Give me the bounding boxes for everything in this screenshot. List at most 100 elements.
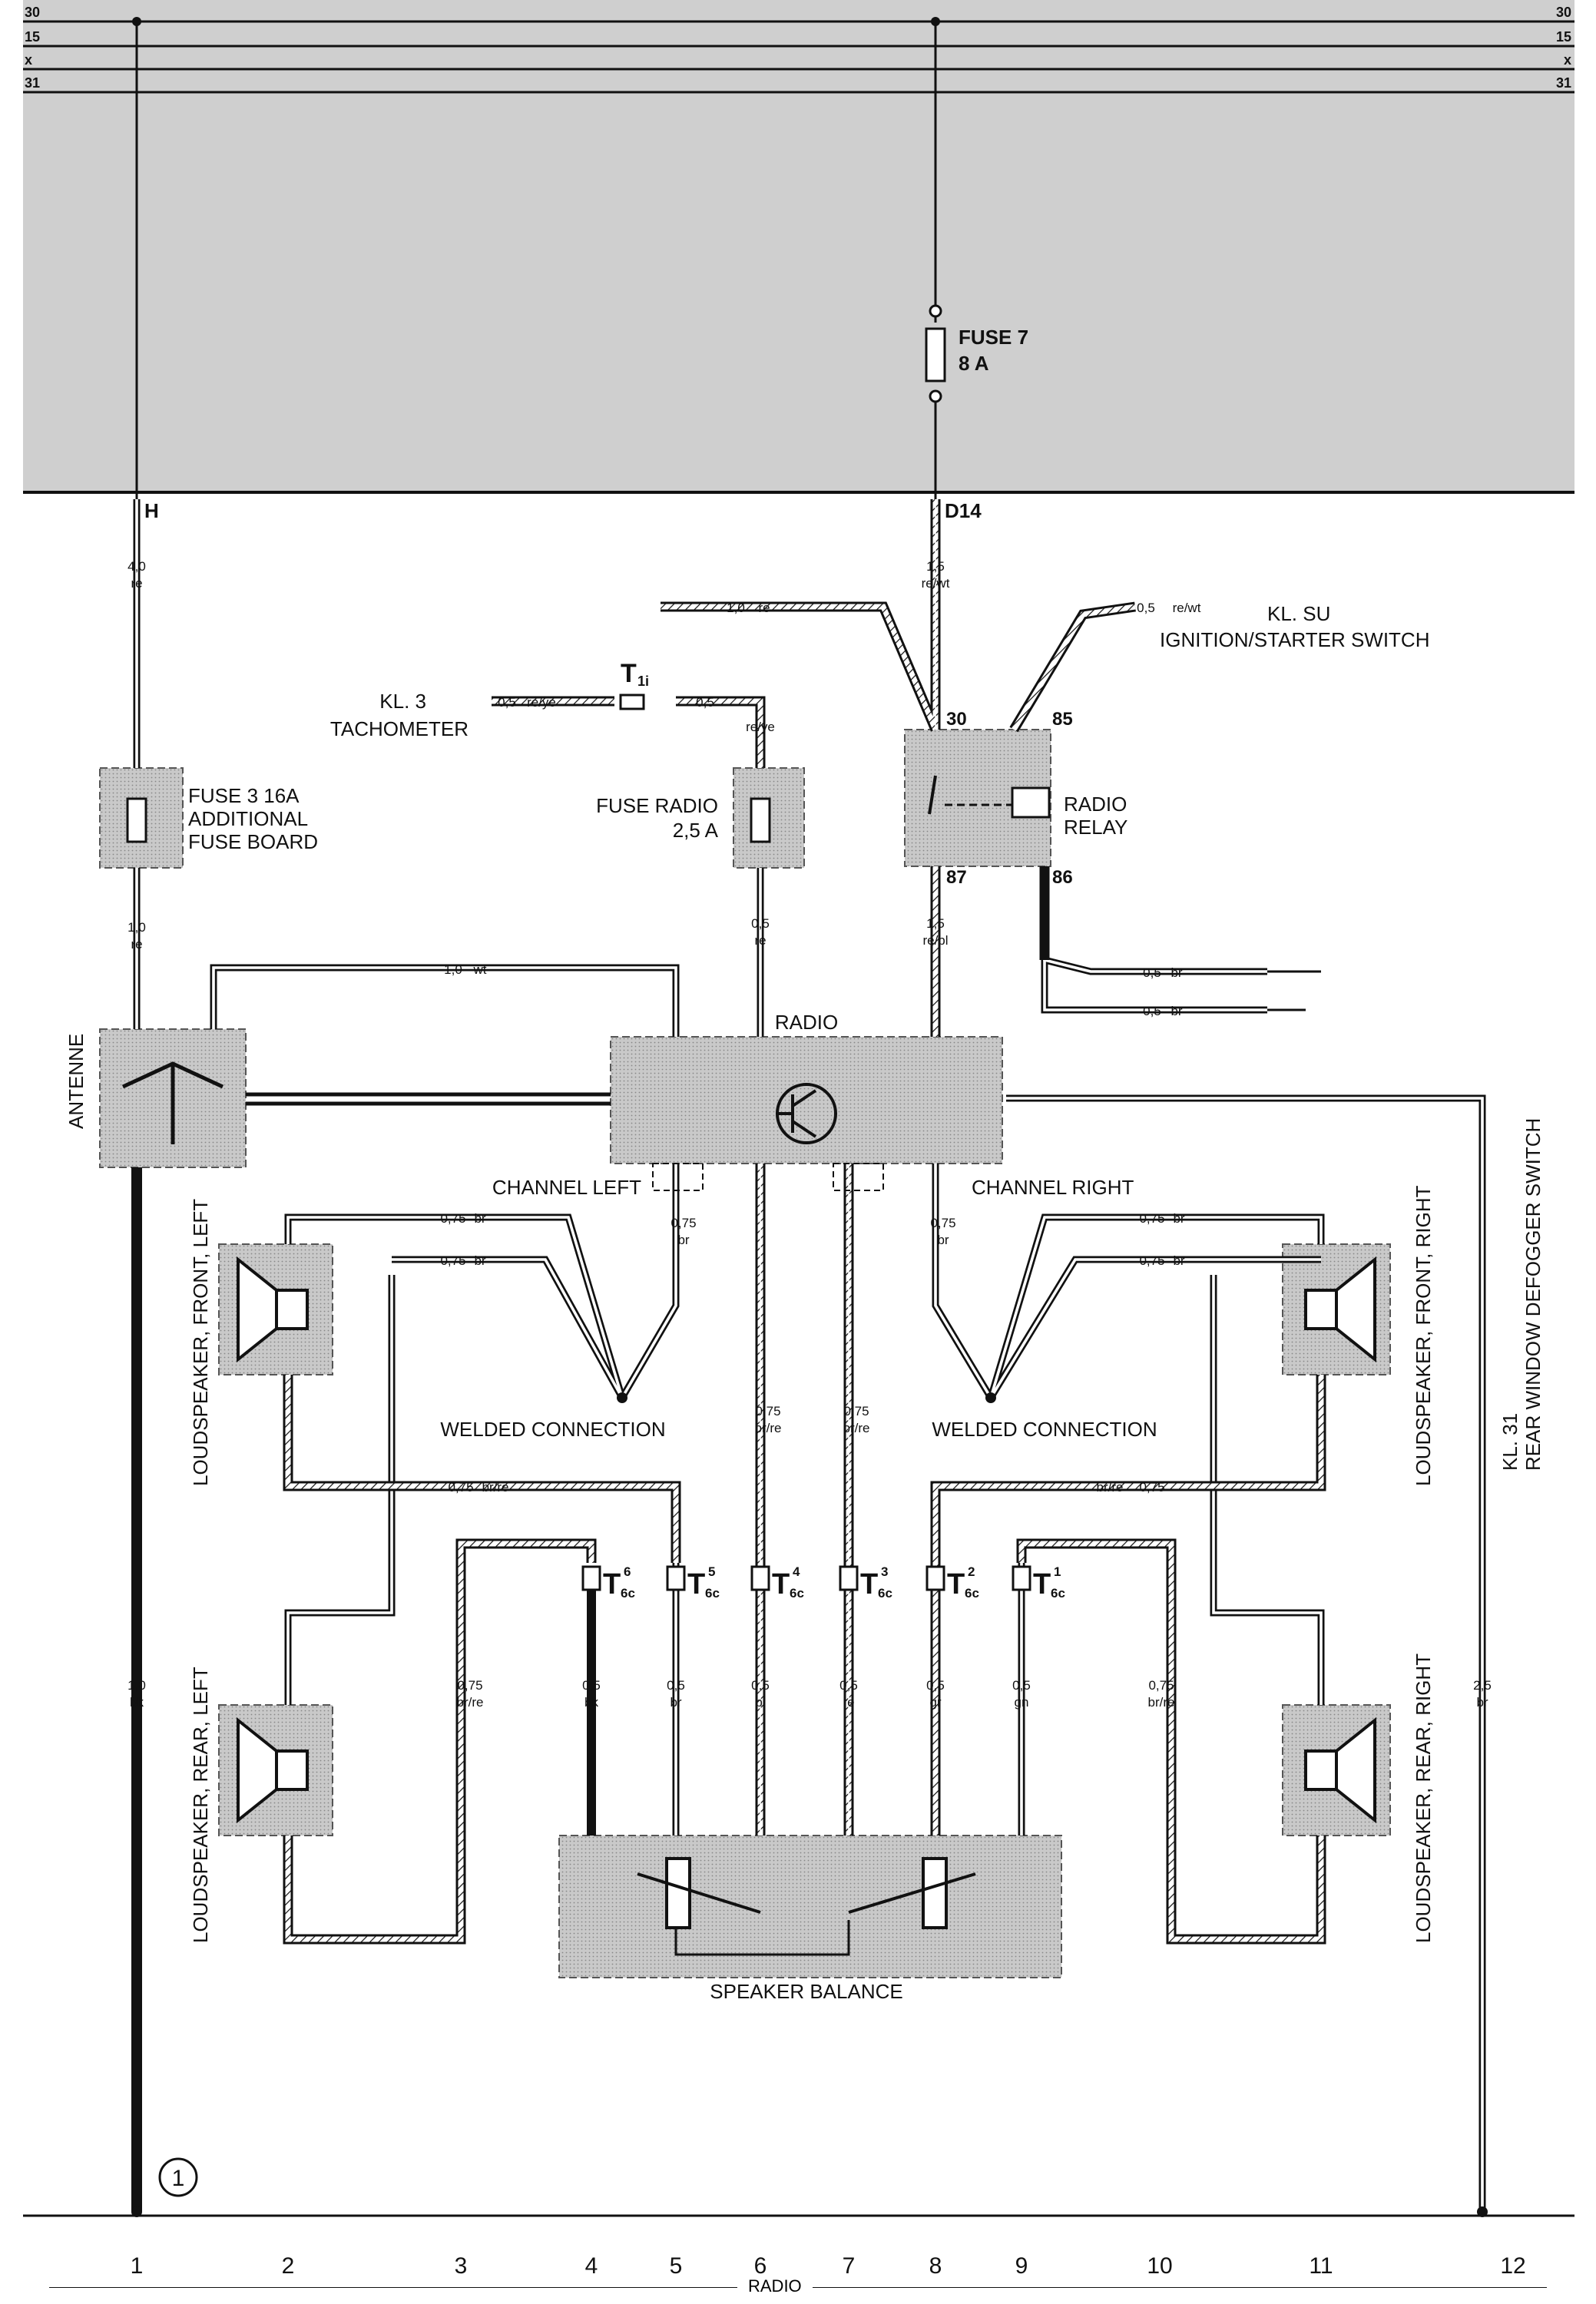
label-connectors-0-sup: 6	[624, 1564, 631, 1579]
connector-t6c-5: T 5 6c	[666, 1564, 720, 1601]
radio-label: RADIO	[775, 1011, 838, 1034]
label-wires-w_t1i-size: 0,5	[696, 695, 714, 710]
label-connectors-4-sub: 6c	[965, 1586, 979, 1601]
fuse-3: FUSE 3 16A ADDITIONAL FUSE BOARD	[126, 784, 318, 853]
label-wires-w_wt-color: wt	[473, 962, 487, 977]
label-wires-w_lfr1-color: br	[1173, 1211, 1184, 1226]
antenna-icon	[121, 1061, 224, 1144]
loudspeaker-front-right-icon	[1304, 1256, 1376, 1363]
welded-left-label: WELDED CONNECTION	[440, 1418, 665, 1441]
connector-t6c-3: T 3 6c	[839, 1564, 892, 1601]
speaker-balance-label: SPEAKER BALANCE	[710, 1980, 902, 2003]
kl-su-line1: KL. SU	[1267, 602, 1330, 625]
bus-label-x-right: x	[1564, 52, 1571, 68]
label-wires-w_lfl1-color: br	[474, 1211, 485, 1226]
label-wires-w_t4-color: bl	[755, 1695, 765, 1710]
label-wires-w_d14-size: 1,5	[926, 559, 945, 574]
label-wires-w_c7-color: br/re	[843, 1421, 870, 1435]
label-connectors-2-sup: 4	[793, 1564, 800, 1579]
loudspeaker-front-left-icon	[237, 1256, 309, 1363]
relay-pin-85: 85	[1052, 709, 1073, 730]
label-wires-w_ign-size: 0,5	[1137, 601, 1155, 615]
wire-set-black	[131, 1092, 611, 2212]
label-connectors-4-main: T	[947, 1568, 965, 1601]
label-connectors-3-sup: 3	[881, 1564, 888, 1579]
wire-set-hatched	[283, 499, 1326, 1945]
label-wires-w_cl-color: br	[677, 1233, 689, 1247]
fuse-3-line3: FUSE BOARD	[188, 830, 318, 853]
wire-labels: 4,0 re 1,5 re/wt 1,0 re 0,5 re/wt 0,5 re…	[127, 559, 1492, 1710]
label-wires-w_lfl2-color: br	[474, 1253, 485, 1268]
label-wires-w_t1-size: 0,5	[1012, 1678, 1031, 1693]
label-columns-0: 1	[131, 2253, 144, 2279]
label-wires-w_rl-size: 0,75	[457, 1678, 482, 1693]
footer-title: RADIO	[737, 2278, 813, 2295]
label-connectors-0-main: T	[603, 1568, 621, 1601]
terminal-h: H	[144, 499, 159, 522]
label-columns-9: 10	[1147, 2253, 1172, 2279]
label-wires-w_rbr-color: br/re	[1097, 1480, 1124, 1495]
label-wires-w_h-color: re	[131, 576, 142, 591]
label-wires-w_12-color: br	[1476, 1695, 1488, 1710]
label-wires-w_t2-color: gr	[929, 1695, 941, 1710]
label-wires-w_fr_in-color: re/ye	[746, 720, 775, 734]
label-columns-8: 9	[1015, 2253, 1028, 2279]
label-wires-w_t5-color: br	[670, 1695, 681, 1710]
label-wires-w_ant_in-color: re	[131, 937, 142, 952]
label-columns-5: 6	[754, 2253, 767, 2279]
label-wires-w_lfl1-size: 0,75	[440, 1211, 465, 1226]
label-columns-1: 2	[282, 2253, 295, 2279]
t1i-sub: 1i	[637, 674, 649, 689]
label-columns-10: 11	[1309, 2253, 1333, 2279]
welded-right-label: WELDED CONNECTION	[932, 1418, 1157, 1441]
label-wires-w_rr-size: 0,75	[1148, 1678, 1174, 1693]
label-wires-w_h-size: 4,0	[127, 559, 146, 574]
label-connectors-2-main: T	[772, 1568, 790, 1601]
channel-right-label: CHANNEL RIGHT	[972, 1176, 1134, 1199]
label-wires-w_c7-size: 0,75	[843, 1404, 869, 1418]
label-connectors-0-sub: 6c	[621, 1586, 635, 1601]
fuse-3-line2: ADDITIONAL	[188, 807, 308, 830]
label-wires-w_top_re-color: re	[758, 601, 770, 615]
label-connectors-1-sup: 5	[708, 1564, 715, 1579]
label-connectors-5-sup: 1	[1054, 1564, 1061, 1579]
label-columns-11: 12	[1500, 2253, 1525, 2279]
label-wires-w_fr_out-size: 0,5	[751, 916, 770, 931]
label-ground_marker: 1	[172, 2166, 185, 2191]
ls-rear-right-label: LOUDSPEAKER, REAR, RIGHT	[1412, 1654, 1435, 1943]
label-wires-w_87-size: 1,5	[926, 916, 945, 931]
kl31-line2: REAR WINDOW DEFOGGER SWITCH	[1521, 1118, 1545, 1471]
connector-t6c-6: T 6 6c	[581, 1564, 635, 1601]
fuse-7: FUSE 7 8 A	[925, 304, 1028, 403]
label-wires-w_rl-color: br/re	[457, 1695, 484, 1710]
bus-label-15: 15	[25, 29, 40, 45]
loudspeaker-rear-left-icon	[237, 1716, 309, 1824]
label-wires-w_86a-color: br	[1171, 965, 1182, 980]
label-wires-w_tach-color: re/ye	[527, 695, 556, 710]
antenna-label: ANTENNE	[65, 1034, 88, 1129]
label-wires-w_lfr2-color: br	[1173, 1253, 1184, 1268]
label-wires-w_t3-color: re	[843, 1695, 854, 1710]
label-wires-w_86b-size: 0,5	[1143, 1004, 1161, 1018]
ls-front-right-label: LOUDSPEAKER, FRONT, RIGHT	[1412, 1185, 1435, 1486]
kl3-line1: KL. 3	[379, 690, 426, 713]
bus-label-15-right: 15	[1556, 29, 1571, 45]
label-connectors-3-main: T	[860, 1568, 878, 1601]
label-wires-w_t3-size: 0,5	[839, 1678, 858, 1693]
label-wires-w_cr-size: 0,75	[930, 1216, 955, 1230]
connector-t6c-2: T 2 6c	[925, 1564, 979, 1601]
ls-rear-left-label: LOUDSPEAKER, REAR, LEFT	[189, 1667, 212, 1943]
label-connectors-5-sub: 6c	[1051, 1586, 1065, 1601]
loudspeaker-rear-right-icon	[1304, 1716, 1376, 1824]
bus-label-31-right: 31	[1556, 75, 1571, 91]
label-wires-w_86b-color: br	[1171, 1004, 1182, 1018]
t1i-main: T	[621, 659, 637, 688]
radio-relay: RADIO RELAY 30 85 87 86	[928, 709, 1127, 888]
label-wires-w_t4-size: 0,5	[751, 1678, 770, 1693]
label-wires-w_d14-color: re/wt	[922, 576, 950, 591]
label-connectors-3-sub: 6c	[878, 1586, 892, 1601]
label-wires-w_rbr-size: 0,75	[1139, 1480, 1164, 1495]
bus-labels-right: 30 15 x 31	[1556, 5, 1571, 91]
bus-lines	[23, 20, 1574, 94]
